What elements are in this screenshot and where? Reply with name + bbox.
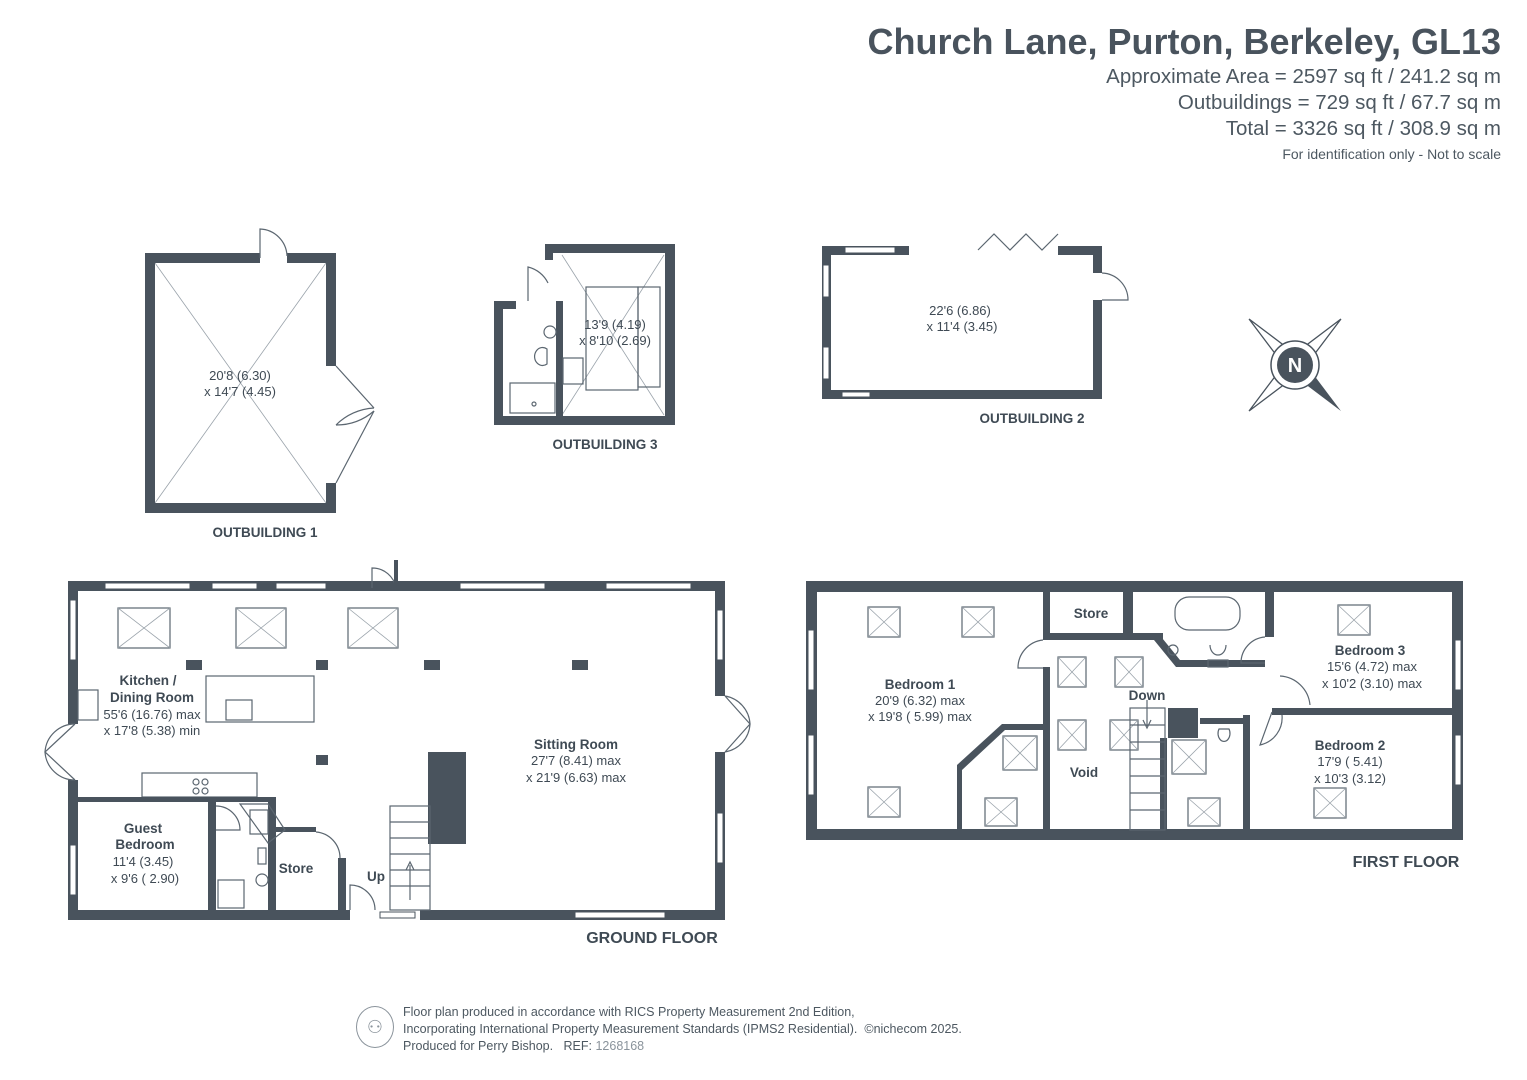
- bedroom3-name: Bedroom 3: [1335, 643, 1406, 658]
- footer-text: Floor plan produced in accordance with R…: [403, 1004, 962, 1055]
- ref-label: REF:: [563, 1039, 592, 1053]
- produced-for: Produced for Perry Bishop.: [403, 1039, 554, 1053]
- bedroom2-dim-1: 17'9 ( 5.41): [1317, 754, 1382, 769]
- kitchen-name-2: Dining Room: [110, 690, 194, 705]
- outbuilding3-label: OUTBUILDING 3: [552, 437, 657, 452]
- compass-letter: N: [1288, 355, 1302, 377]
- footer-line-2-text: Incorporating International Property Mea…: [403, 1022, 858, 1036]
- page-title: Church Lane, Purton, Berkeley, GL13: [867, 21, 1502, 62]
- stairs-down-label: Down: [1129, 688, 1166, 703]
- footer-line-1: Floor plan produced in accordance with R…: [403, 1005, 855, 1019]
- guest-bedroom-dim-1: 11'4 (3.45): [113, 854, 174, 869]
- stairs-up-label: Up: [367, 869, 385, 884]
- ground-floor-label: GROUND FLOOR: [586, 930, 718, 947]
- approx-area: Approximate Area = 2597 sq ft / 241.2 sq…: [1106, 65, 1501, 88]
- first-floor: Bedroom 1 20'9 (6.32) max x 19'8 ( 5.99)…: [806, 581, 1463, 871]
- outbuilding3-dim2: x 8'10 (2.69): [579, 333, 651, 348]
- bedroom3-dim-2: x 10'2 (3.10) max: [1322, 676, 1423, 691]
- header: Church Lane, Purton, Berkeley, GL13 Appr…: [868, 20, 1502, 162]
- outbuilding-1: 20'8 (6.30) x 14'7 (4.45) OUTBUILDING 1: [145, 228, 375, 540]
- outbuilding2-label: OUTBUILDING 2: [979, 411, 1084, 426]
- outbuilding-2: 22'6 (6.86) x 11'4 (3.45) OUTBUILDING 2: [822, 233, 1129, 426]
- bedroom2-name: Bedroom 2: [1315, 738, 1386, 753]
- sitting-room-name: Sitting Room: [534, 737, 618, 752]
- outbuilding-3: 13'9 (4.19) x 8'10 (2.69) OUTBUILDING 3: [494, 244, 675, 452]
- footer-line-3: Produced for Perry Bishop. REF: 1268168: [403, 1038, 962, 1055]
- guest-bedroom-dim-2: x 9'6 ( 2.90): [111, 871, 179, 886]
- outbuilding2-dim1: 22'6 (6.86): [929, 303, 991, 318]
- kitchen-dim-1: 55'6 (16.76) max: [103, 707, 201, 722]
- outbuilding1-label: OUTBUILDING 1: [212, 525, 317, 540]
- kitchen-dim-2: x 17'8 (5.38) min: [104, 723, 200, 738]
- outbuildings-area: Outbuildings = 729 sq ft / 67.7 sq m: [1177, 91, 1501, 114]
- ground-store-label: Store: [279, 861, 314, 876]
- bedroom3-dim-1: 15'6 (4.72) max: [1327, 659, 1417, 674]
- scale-note: For identification only - Not to scale: [1282, 146, 1501, 162]
- bedroom1-dim-2: x 19'8 ( 5.99) max: [868, 709, 972, 724]
- void-label: Void: [1070, 765, 1098, 780]
- kitchen-name-1: Kitchen /: [119, 673, 176, 688]
- ground-floor: Kitchen / Dining Room 55'6 (16.76) max x…: [44, 560, 751, 947]
- bedroom2-dim-2: x 10'3 (3.12): [1314, 771, 1386, 786]
- ref-value: 1268168: [595, 1039, 645, 1053]
- guest-bedroom-name-1: Guest: [124, 821, 163, 836]
- footer: ⚇ Floor plan produced in accordance with…: [356, 1004, 1056, 1056]
- outbuilding3-dim1: 13'9 (4.19): [584, 317, 646, 332]
- first-store-label: Store: [1074, 606, 1109, 621]
- guest-bedroom-name-2: Bedroom: [115, 837, 174, 852]
- sitting-room-dim-2: x 21'9 (6.63) max: [526, 770, 627, 785]
- first-floor-label: FIRST FLOOR: [1353, 854, 1460, 871]
- compass-icon: N: [1248, 318, 1342, 412]
- bedroom1-dim-1: 20'9 (6.32) max: [875, 693, 965, 708]
- bedroom1-name: Bedroom 1: [885, 677, 956, 692]
- footer-line-2: Incorporating International Property Mea…: [403, 1021, 962, 1038]
- rics-person-icon: ⚇: [356, 1006, 394, 1048]
- outbuilding1-dim2: x 14'7 (4.45): [204, 384, 276, 399]
- sitting-room-dim-1: 27'7 (8.41) max: [531, 753, 621, 768]
- outbuilding1-dim1: 20'8 (6.30): [209, 368, 271, 383]
- total-area: Total = 3326 sq ft / 308.9 sq m: [1225, 117, 1501, 140]
- outbuilding2-dim2: x 11'4 (3.45): [927, 319, 998, 334]
- copyright: ©nichecom 2025.: [864, 1022, 962, 1036]
